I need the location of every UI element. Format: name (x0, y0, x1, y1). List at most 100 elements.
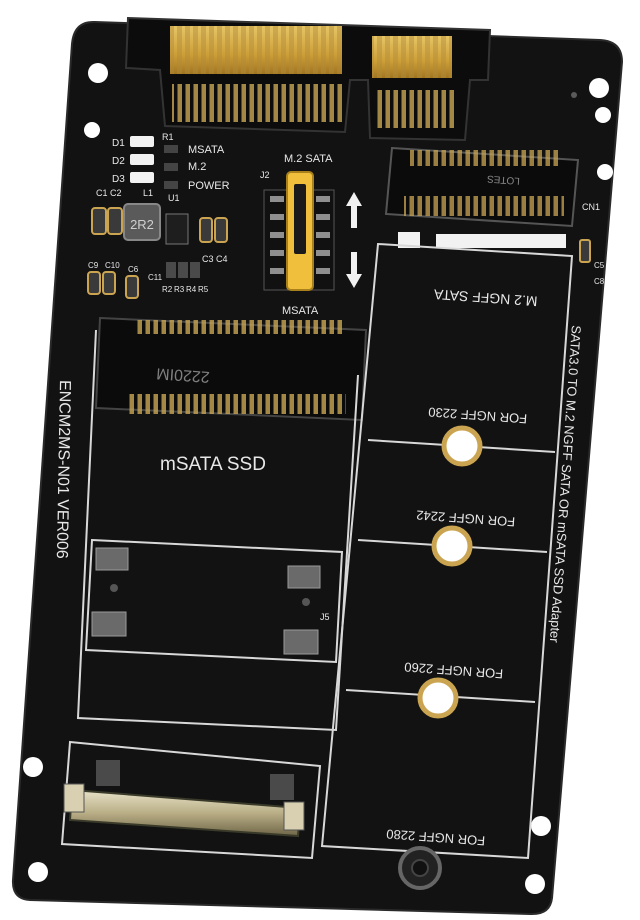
capacitor-c5 (579, 239, 591, 263)
resistor-r4 (190, 262, 200, 278)
mini-card-outline (84, 538, 344, 664)
inductor-marking: 2R2 (130, 217, 154, 232)
inductor-l1 (123, 203, 161, 241)
mount-hole-top-right (589, 78, 609, 98)
led-d2 (130, 154, 154, 165)
msata-pins-top (134, 320, 344, 334)
u1-ref: U1 (168, 193, 180, 203)
m2-connector-brand: LOTES (486, 173, 520, 186)
capacitor-c1 (91, 207, 107, 235)
mount-hole-left-mid (84, 122, 100, 138)
mount-hole-right-lower (597, 164, 613, 180)
capacitor-c10 (102, 271, 116, 295)
c11-ref: C11 (148, 273, 163, 282)
led-m2-label: M.2 (188, 161, 206, 173)
msata-slot-label: mSATA SSD (160, 454, 266, 475)
m2-slot: CN1 LOTES C5 C8 M.2 NGFF SATA FOR NGFF 2… (320, 146, 605, 890)
switch-slot (294, 184, 306, 254)
c9-ref: C9 (88, 261, 99, 270)
latch-tab-right (283, 801, 305, 831)
c1c2-ref: C1 C2 (96, 188, 122, 198)
capacitor-c2 (107, 207, 123, 235)
led-msata-label: MSATA (188, 144, 225, 156)
c6-ref: C6 (128, 265, 139, 274)
resistor-r2 (166, 262, 176, 278)
mount-hole-bottom-right-2 (525, 874, 545, 894)
arrow-down-icon (346, 252, 362, 288)
via-dot (110, 584, 118, 592)
mount-hole-right-mid (595, 107, 611, 123)
r3-ref: R3 (174, 285, 185, 294)
c3c4-ref: C3 C4 (202, 254, 228, 264)
led-power-label: POWER (188, 180, 230, 192)
switch-bottom-label: MSATA (282, 305, 319, 317)
m2-pins-top (410, 150, 560, 166)
l1-ref: L1 (143, 188, 153, 198)
j5-ref: J5 (320, 612, 330, 622)
status-led-group: D1 D2 D3 R1 MSATA M.2 POWER (112, 132, 230, 192)
mode-switch: J2 M.2 SATA MSATA (260, 153, 362, 317)
mount-hole-bottom-right (531, 816, 551, 836)
resistor-r2-pad (164, 163, 178, 171)
capacitor-c9 (87, 271, 101, 295)
cn1-ref: CN1 (582, 202, 600, 212)
r2-ref: R2 (162, 285, 173, 294)
m2-slot-label: M.2 NGFF SATA (433, 286, 538, 309)
mount-hole-bottom-left-2 (28, 862, 48, 882)
c8-ref: C8 (594, 277, 605, 286)
m2-pins-bottom (404, 196, 564, 216)
msata-card-outline (76, 329, 359, 732)
ngff-2242-label: FOR NGFF 2242 (416, 508, 516, 530)
c5-ref: C5 (594, 261, 605, 270)
mount-pad-4 (283, 629, 319, 655)
switch-top-label: M.2 SATA (284, 153, 333, 165)
c10-ref: C10 (105, 261, 120, 270)
mount-pad-2 (287, 565, 321, 589)
standoff-hole-2242[interactable] (431, 525, 473, 567)
led-d3-ref: D3 (112, 174, 125, 185)
led-d2-ref: D2 (112, 156, 125, 167)
led-r1-ref: R1 (162, 132, 174, 142)
msata-pins-bottom (126, 394, 346, 414)
via-dot (571, 92, 577, 98)
switch-ref: J2 (260, 170, 270, 180)
switch-pins (270, 196, 330, 274)
led-d1-ref: D1 (112, 138, 125, 149)
m2-label-strip (436, 234, 566, 248)
msata-latch (60, 740, 322, 860)
standoff-hole-2230[interactable] (441, 425, 483, 467)
latch-leg-left (96, 760, 120, 786)
regulator-u1 (165, 213, 189, 245)
latch-leg-right (270, 774, 294, 800)
msata-slot: 2220IM mSATA SSD J5 (76, 316, 368, 732)
mount-pad-1 (95, 547, 129, 571)
m2-key-marker (398, 232, 420, 248)
mount-hole-top-left (88, 63, 108, 83)
board-model-label: ENCM2MS-N01 VER006 (53, 380, 73, 559)
capacitor-c3 (199, 217, 213, 243)
latch-tab-left (63, 783, 85, 813)
r5-ref: R5 (198, 285, 209, 294)
resistor-r1 (164, 145, 178, 153)
m2-card-outline (320, 242, 574, 860)
ngff-2280-label: FOR NGFF 2280 (386, 827, 486, 849)
capacitor-c6 (125, 275, 139, 299)
capacitor-c4 (214, 217, 228, 243)
resistor-r3-pad (164, 181, 178, 189)
ngff-2230-label: FOR NGFF 2230 (428, 405, 528, 427)
standoff-hole-2260[interactable] (417, 677, 459, 719)
sata-connector (124, 16, 492, 142)
power-components: C1 C2 L1 U1 2R2 C3 C4 C9 C10 C6 C11 R2 R… (87, 188, 228, 299)
r4-ref: R4 (186, 285, 197, 294)
mounting-holes (23, 63, 613, 894)
led-d3 (130, 172, 154, 183)
resistor-r3 (178, 262, 188, 278)
arrow-up-icon (346, 192, 362, 228)
msata-connector-marking: 2220IM (156, 364, 210, 385)
led-d1 (130, 136, 154, 147)
screw-head (411, 859, 429, 877)
mount-pad-3 (91, 611, 127, 637)
ngff-2260-label: FOR NGFF 2260 (404, 660, 504, 682)
mount-hole-bottom-left (23, 757, 43, 777)
